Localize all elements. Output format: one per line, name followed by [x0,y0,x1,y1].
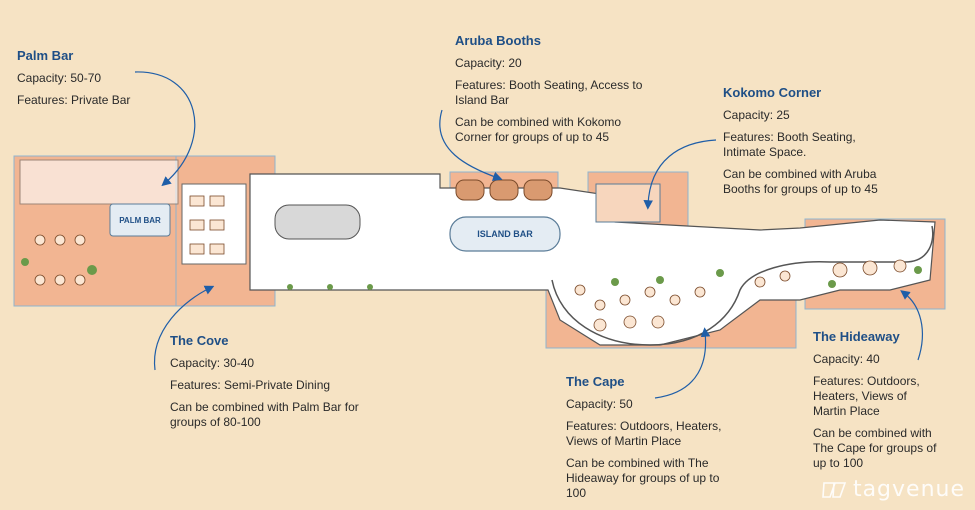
island-bar-sign: ISLAND BAR [477,229,533,239]
the-hideaway-title: The Hideaway [813,329,900,344]
label-the-cape: The Cape Capacity: 50 Features: Outdoors… [566,374,731,508]
the-cape-features: Features: Outdoors, Heaters, Views of Ma… [566,419,722,448]
aruba-booths-combine: Can be combined with Kokomo Corner for g… [455,115,622,144]
building-outline [249,173,936,346]
palm-bar-room [19,159,179,205]
label-the-hideaway: The Hideaway Capacity: 40 Features: Outd… [813,329,943,478]
palm-bar-title: Palm Bar [17,48,74,63]
palm-bar-sign: PALM BAR [119,216,161,225]
kokomo-corner-title: Kokomo Corner [723,85,822,100]
palm-bar-counter [109,203,171,237]
table-group [34,195,907,332]
label-the-cove: The Cove Capacity: 30-40 Features: Semi-… [170,333,360,437]
aruba-booths-title: Aruba Booths [455,33,541,48]
leader-the-hideaway [900,290,923,361]
aruba-booths-features: Features: Booth Seating, Access to Islan… [455,78,643,107]
tagvenue-logo-icon [822,481,847,498]
the-cove-title: The Cove [170,333,229,348]
leader-kokomo-corner [643,139,717,210]
leader-the-cape [654,327,711,399]
leader-the-cove [153,285,215,371]
plant-group [21,258,922,290]
watermark: tagvenue [821,477,965,502]
kokomo-corner-capacity: Capacity: 25 [723,108,790,122]
leader-aruba-booths [439,109,503,181]
the-cove-combine: Can be combined with Palm Bar for groups… [170,400,359,429]
the-cape-capacity: Capacity: 50 [566,397,633,411]
main-bar-counter [274,204,361,240]
the-cove-capacity: Capacity: 30-40 [170,356,255,370]
kokomo-corner-features: Features: Booth Seating, Intimate Space. [723,130,856,159]
aruba-booths-capacity: Capacity: 20 [455,56,522,70]
label-aruba-booths: Aruba Booths Capacity: 20 Features: Boot… [455,33,655,152]
the-cove-features: Features: Semi-Private Dining [170,378,331,392]
the-cape-combine: Can be combined with The Hideaway for gr… [566,456,720,500]
label-palm-bar: Palm Bar Capacity: 50-70 Features: Priva… [17,48,167,115]
label-kokomo-corner: Kokomo Corner Capacity: 25 Features: Boo… [723,85,898,204]
palm-bar-capacity: Capacity: 50-70 [17,71,102,85]
the-hideaway-capacity: Capacity: 40 [813,352,880,366]
the-hideaway-combine: Can be combined with The Cape for groups… [813,426,937,470]
kokomo-corner-combine: Can be combined with Aruba Booths for gr… [723,167,878,196]
cape-terrace [551,225,934,346]
the-hideaway-features: Features: Outdoors, Heaters, Views of Ma… [813,374,920,418]
island-bar-counter [449,216,561,252]
palm-bar-features: Features: Private Bar [17,93,131,107]
leader-palm-bar [134,71,196,187]
watermark-text: tagvenue [852,477,965,502]
the-cape-title: The Cape [566,374,625,389]
aruba-booth-seats [455,179,553,201]
